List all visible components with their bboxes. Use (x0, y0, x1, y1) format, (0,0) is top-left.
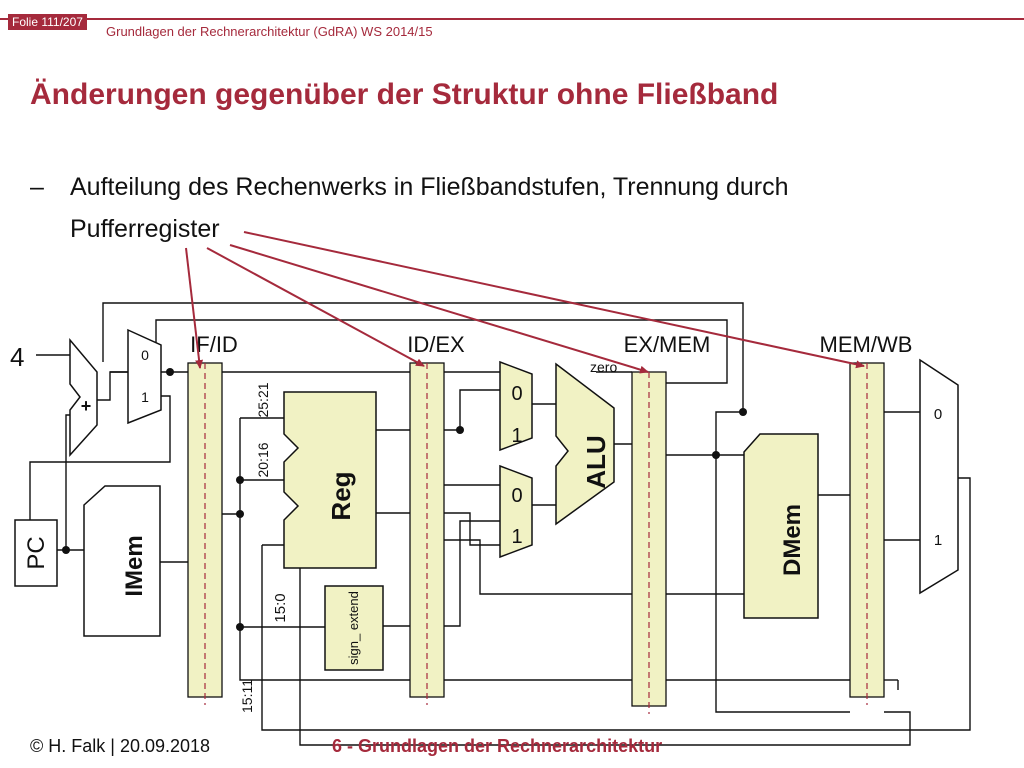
register-file: Reg (283, 391, 377, 569)
alu-mux-a: 0 1 (499, 360, 533, 452)
alu-mux-b-in0: 0 (511, 485, 522, 507)
writeback-mux: 0 1 (919, 358, 959, 595)
constant-four: 4 (10, 342, 24, 372)
dmem-label: DMem (779, 504, 806, 576)
wire-junctions (62, 368, 747, 631)
sign-extend-label: sign_ extend (346, 591, 361, 665)
slide-title: Änderungen gegenüber der Struktur ohne F… (30, 78, 779, 111)
id-ex-label: ID/EX (407, 332, 465, 357)
adder-plus: + (81, 396, 92, 416)
bits-15-11: 15:11 (239, 679, 255, 713)
alu: ALU (555, 362, 615, 526)
id-ex-register: ID/EX (407, 332, 465, 705)
slide-number-badge: Folie 111/207 (8, 14, 87, 30)
alu-mux-a-in0: 0 (511, 383, 522, 405)
sign-extend-unit: sign_ extend (324, 585, 384, 671)
bits-25-21: 25:21 (255, 382, 271, 417)
wb-mux-in1: 1 (934, 532, 942, 549)
data-memory: DMem (743, 433, 819, 619)
pc-adder: + (69, 337, 98, 457)
alu-mux-b: 0 1 (499, 464, 533, 559)
mem-wb-label: MEM/WB (820, 332, 913, 357)
footer-author-date: © H. Falk | 20.09.2018 (30, 736, 211, 756)
ex-mem-register: EX/MEM (624, 332, 711, 714)
alu-mux-b-in1: 1 (511, 526, 522, 548)
alu-mux-a-in1: 1 (511, 425, 522, 447)
pufferregister-arrows (185, 231, 865, 374)
bits-15-0: 15:0 (272, 593, 289, 622)
header-divider (0, 18, 1024, 20)
course-title: Grundlagen der Rechnerarchitektur (GdRA)… (106, 24, 433, 39)
imem-label: IMem (121, 535, 148, 596)
bits-20-16: 20:16 (255, 442, 271, 477)
mem-wb-register: MEM/WB (820, 332, 913, 705)
bullet-dash: – (30, 173, 44, 201)
if-id-register: IF/ID (187, 332, 238, 705)
pc-mux-in0: 0 (141, 347, 149, 363)
zero-flag-label: zero (590, 359, 617, 375)
pc-mux-in1: 1 (141, 389, 149, 405)
ex-mem-label: EX/MEM (624, 332, 711, 357)
wb-mux-in0: 0 (934, 406, 942, 423)
reg-label: Reg (326, 471, 356, 520)
pc-mux: 0 1 (127, 328, 162, 425)
alu-label: ALU (581, 435, 611, 488)
bullet-text: Aufteilung des Rechenwerks in Fließbands… (70, 173, 789, 243)
pc-label: PC (23, 536, 50, 569)
footer-chapter: 6 - Grundlagen der Rechnerarchitektur (332, 736, 663, 756)
instruction-memory: IMem (83, 485, 161, 637)
pc-register: PC (14, 519, 58, 587)
